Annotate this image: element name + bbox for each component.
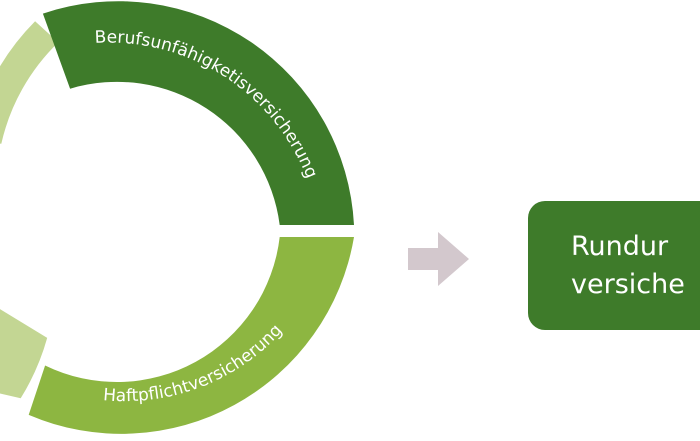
ring-segment-berufsunfaehigkeit — [42, 1, 355, 225]
ring-segment-left-bottom — [0, 309, 48, 399]
ring-segment-left-top — [0, 21, 59, 144]
flow-arrow-icon — [408, 232, 469, 286]
result-text-line-1: Rundur — [571, 230, 669, 262]
result-box: Rundur versiche — [528, 201, 700, 330]
result-text-line-2: versiche — [571, 268, 685, 300]
ring-segment-haftpflicht — [28, 237, 354, 434]
